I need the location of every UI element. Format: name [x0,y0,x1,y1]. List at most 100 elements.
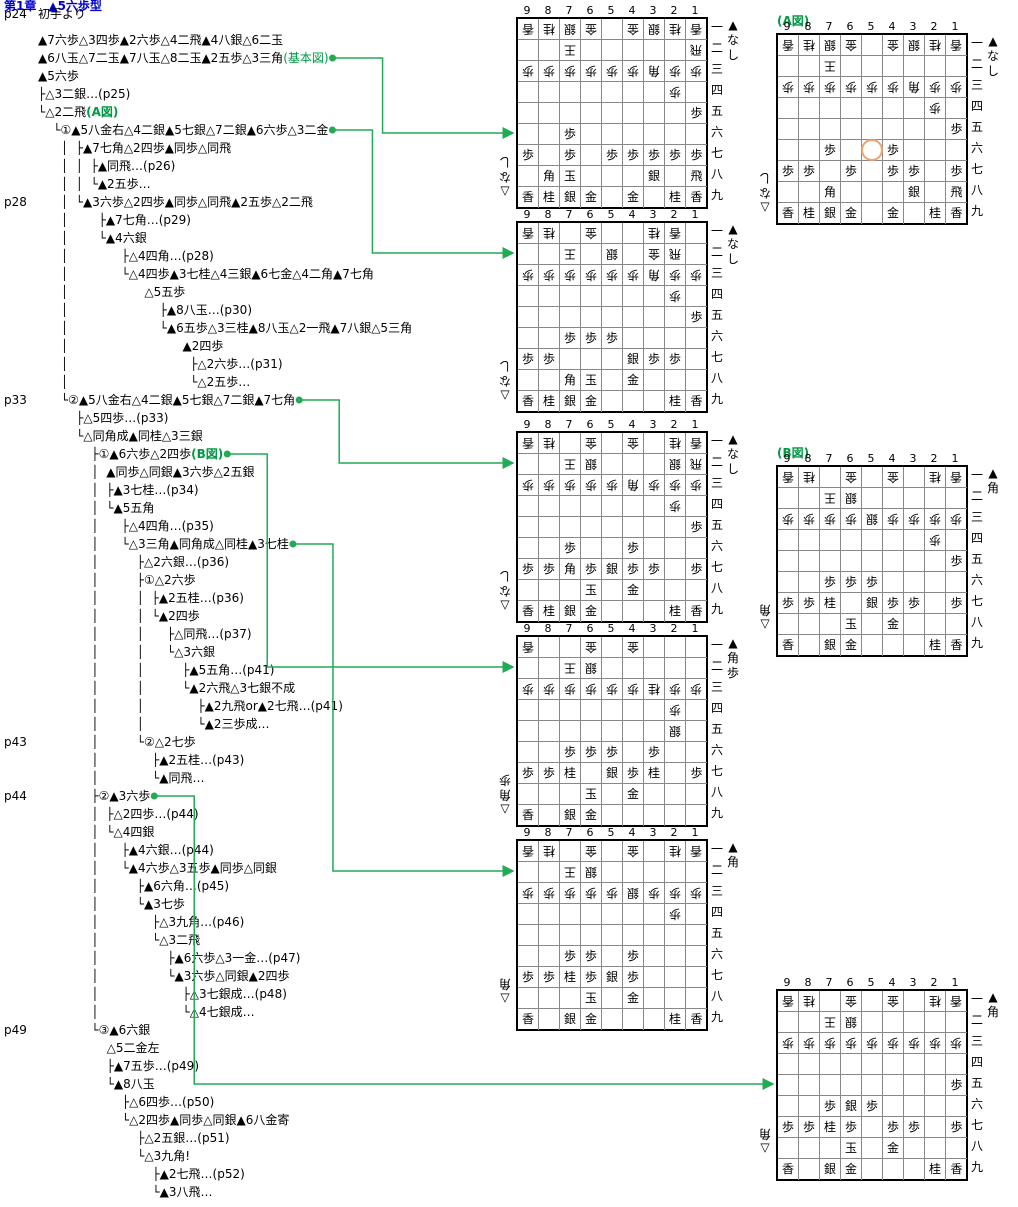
sente-piece: 歩 [605,745,618,759]
sente-piece: 歩 [823,1099,836,1113]
board-square [799,488,820,509]
file-label: 6 [846,452,854,465]
sente-piece: 歩 [668,352,681,366]
board-square [686,496,707,517]
board-square: 歩 [799,509,820,530]
file-label: 4 [628,826,636,839]
move-sequence: │ └②△2七歩 [38,735,196,749]
sente-piece: 歩 [584,331,597,345]
tree-line: │ ├△4四角…(p35) [38,517,213,535]
gote-piece: 歩 [521,64,534,78]
board-square: 歩 [904,1033,925,1054]
rank-label: 三 [710,62,723,76]
board-square: 香 [686,601,707,622]
board-square [686,124,707,145]
board-square [644,721,665,742]
board-square [904,991,925,1012]
board-square: 歩 [602,679,623,700]
rank-label: 七 [710,146,723,160]
gote-piece: 銀 [823,38,836,52]
board-square: 歩 [686,475,707,496]
connector-arrow [154,795,775,1090]
board-square [644,496,665,517]
board-square: 歩 [778,77,799,98]
sente-piece: 金 [626,787,639,801]
file-label: 6 [586,418,594,431]
tree-line: ▲6八玉△7二玉▲7八玉△8二玉▲2五歩△3三角(基本図) [38,49,329,67]
board-square: 歩 [665,883,686,904]
gote-piece: 飛 [690,457,703,471]
board-square: 歩 [883,593,904,614]
file-label: 7 [565,208,573,221]
gote-piece: 金 [626,640,639,654]
board-square [602,19,623,40]
rank-label: 三 [970,78,983,92]
move-sequence: └③▲6六銀 [38,1023,151,1037]
file-label: 5 [607,418,615,431]
sente-piece: 銀 [647,169,660,183]
gote-piece: 王 [563,865,576,879]
sente-piece: 金 [844,638,857,652]
board-square: 歩 [946,1075,967,1096]
gote-piece: 歩 [928,80,941,94]
board-square: 歩 [665,145,686,166]
tree-line: │ │ ├▲5五角…(p41) [38,661,274,679]
move-sequence: ▲5六歩 [38,69,79,83]
board-square [925,1096,946,1117]
board-square [686,286,707,307]
board-square: 桂 [539,433,560,454]
sente-piece: 歩 [886,596,899,610]
board-square [904,140,925,161]
board-square [820,1075,841,1096]
sente-piece: 歩 [647,148,660,162]
board-square: 金 [623,784,644,805]
board-square [904,488,925,509]
gote-piece: 歩 [886,1036,899,1050]
board-square [862,182,883,203]
board-square [581,145,602,166]
tree-line: │ └▲3七歩 [38,895,184,913]
board-square [925,140,946,161]
rank-label: 一 [710,842,723,856]
board-square [862,530,883,551]
board-square [518,454,539,475]
board-square: 歩 [560,883,581,904]
gote-piece: 歩 [668,64,681,78]
board-square: 桂 [925,1159,946,1180]
board-square: 歩 [581,559,602,580]
board-square [904,203,925,224]
board-square: 歩 [883,161,904,182]
rank-label: 八 [710,989,723,1003]
rank-label: 二 [710,455,723,469]
board-square [581,166,602,187]
gote-piece: 桂 [928,38,941,52]
file-label: 1 [691,208,699,221]
sente-piece: 歩 [907,164,920,178]
board-square: 銀 [602,763,623,784]
sente-piece: 歩 [690,310,703,324]
board-square: 桂 [665,601,686,622]
gote-piece: 金 [626,844,639,858]
board-square [665,658,686,679]
board-square: 銀 [560,601,581,622]
board-square: 歩 [602,742,623,763]
rank-label: 四 [970,1055,983,1069]
board-grid: 香桂金桂香王銀金飛歩歩歩歩歩歩角歩歩歩歩歩歩歩歩歩銀歩歩角玉金香桂銀金桂香 [516,221,708,413]
tree-line: │ │ ├▲2九飛or▲2七飛…(p41) [38,697,343,715]
board-square: 歩 [581,883,602,904]
board-square: 金 [581,637,602,658]
board-square: 歩 [925,1033,946,1054]
sente-piece: 玉 [584,583,597,597]
board-square: 歩 [623,967,644,988]
move-sequence: │ └▲4六銀 [38,231,147,245]
board-square [946,1096,967,1117]
board-square [623,328,644,349]
board-square [581,904,602,925]
gote-piece: 歩 [690,64,703,78]
gote-piece: 角 [647,64,660,78]
board-square [904,467,925,488]
board-square [518,925,539,946]
move-sequence: ├①▲6六歩△2四歩 [38,447,192,461]
file-label: 9 [523,418,531,431]
